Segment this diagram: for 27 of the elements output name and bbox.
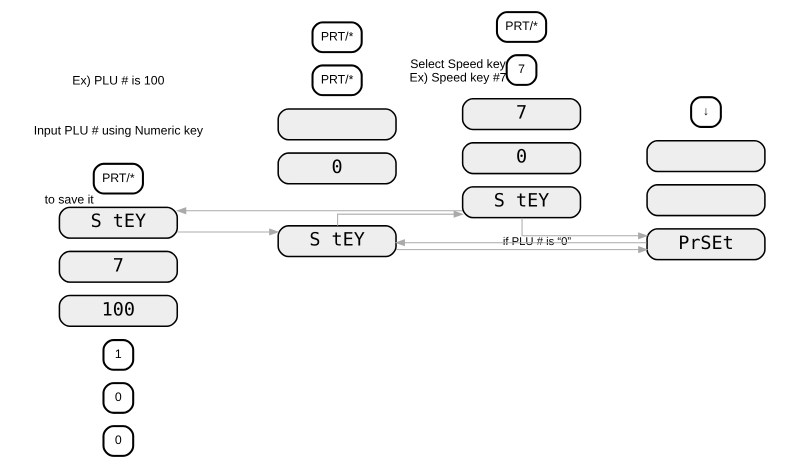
node-box: 0 [277,152,397,185]
node-box [277,108,397,140]
node-label: to save it [44,192,94,206]
node-box: 100 [58,294,178,327]
node-box: PRT/* [312,21,363,54]
node-box: PrSEt [646,228,766,260]
node-box: 7 [58,250,178,283]
label: Ex) PLU # is 100 [72,74,164,88]
node-label: Ex) Speed key #7 [410,70,506,84]
node-box: S tEY [58,206,178,239]
node-box: 7 [462,98,582,130]
arrow [176,207,462,214]
node-label: Select Speed key [410,57,506,72]
node-box [646,140,766,172]
arrow [396,246,648,254]
arrow [337,210,464,226]
label: Input PLU # using Numeric key [34,124,203,138]
node-box [646,184,766,216]
arrow [522,218,648,240]
node-box: PRT/* [496,11,548,43]
node-box: S tEY [277,225,397,258]
node-box: S tEY [462,186,582,218]
arrow [178,228,280,236]
node-box: PRT/* [312,64,363,96]
arrow [394,239,647,246]
node-box: PRT/* [92,162,144,195]
node-box: 0 [462,142,582,174]
